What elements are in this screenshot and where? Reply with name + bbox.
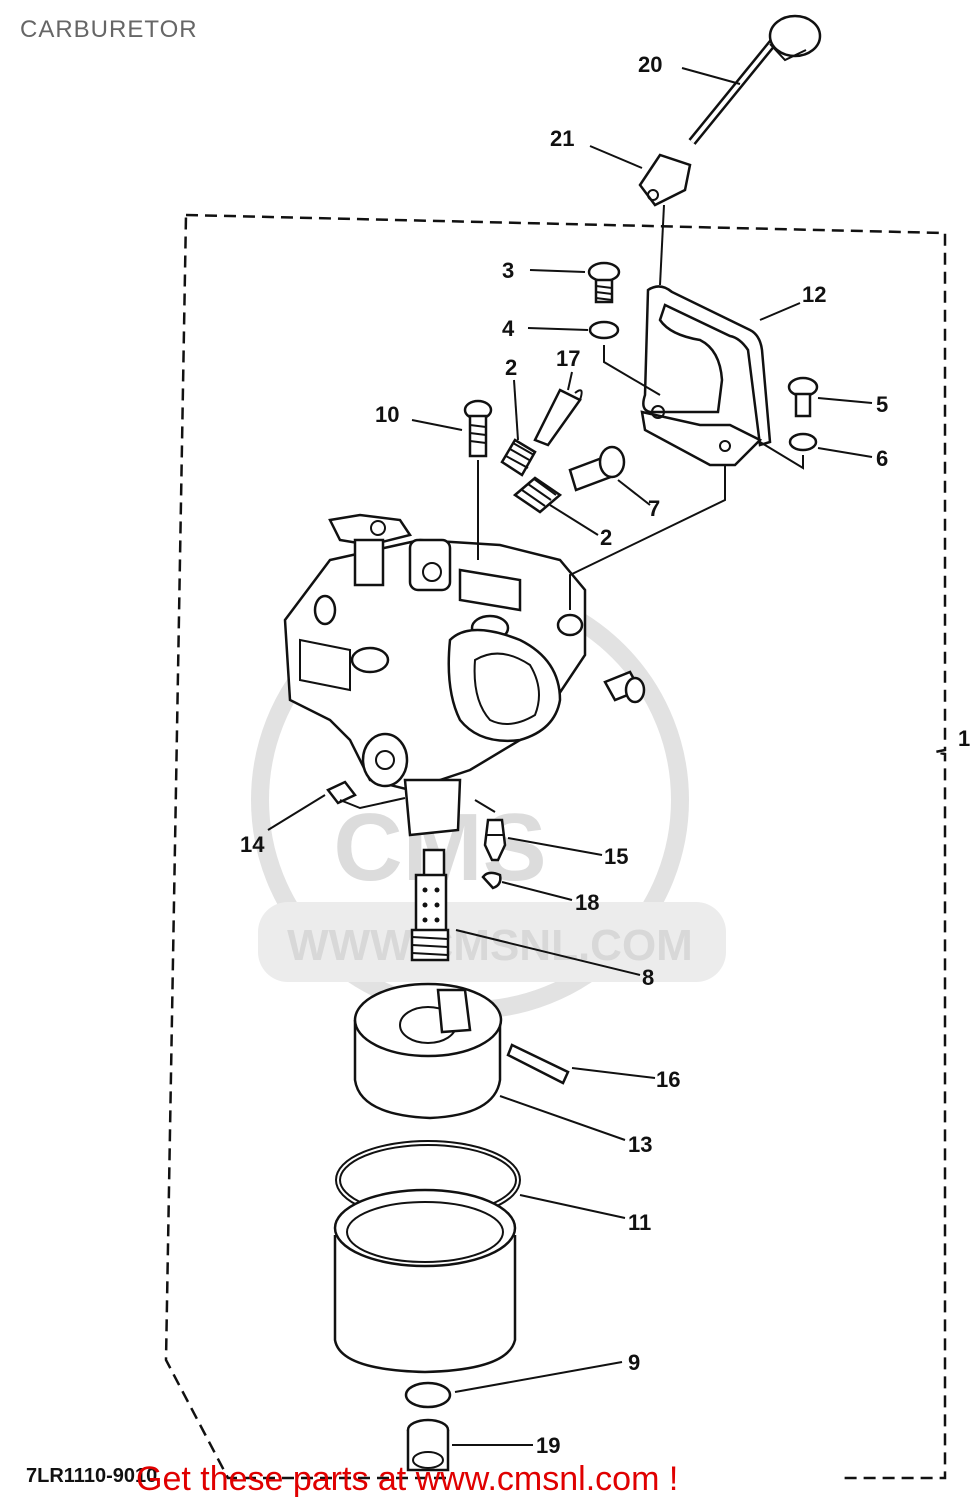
- part-washer-6: [788, 432, 818, 452]
- callout-4: 4: [502, 316, 515, 341]
- callout-7: 7: [648, 496, 660, 521]
- part-plug-14: [326, 780, 357, 805]
- callout-2-lower: 2: [600, 525, 612, 550]
- part-pilot-screw: [533, 388, 583, 447]
- callout-3: 3: [502, 258, 514, 283]
- callout-8: 8: [642, 965, 654, 990]
- part-screw-3: [587, 261, 621, 304]
- callout-17: 17: [556, 346, 580, 371]
- part-screw-10: [463, 399, 493, 458]
- part-spring-2b: [512, 476, 563, 514]
- callout-20: 20: [638, 52, 662, 77]
- callout-13: 13: [628, 1132, 652, 1157]
- part-spring-2a: [500, 438, 537, 477]
- part-bowl-gasket: [404, 1381, 452, 1409]
- leader-lines: [267, 67, 873, 1446]
- callout-12: 12: [802, 282, 826, 307]
- part-needle-valve: [483, 818, 507, 862]
- callout-labels: 20 21 3 4 12 2 17 10 5 6 7 2 1 14 15 18 …: [240, 52, 970, 1458]
- part-float-pin: [506, 1043, 570, 1085]
- callout-19: 19: [536, 1433, 560, 1458]
- part-carburetor-body: [283, 513, 587, 837]
- part-washer-4: [588, 320, 620, 340]
- part-choke-link: [640, 285, 772, 467]
- promo-banner[interactable]: Get these parts at www.cmsnl.com !: [136, 1460, 678, 1498]
- callout-6: 6: [876, 446, 888, 471]
- diagram-title: CARBURETOR: [20, 16, 198, 43]
- part-float-bowl: [333, 1188, 517, 1374]
- callout-2-upper: 2: [505, 355, 517, 380]
- callout-10: 10: [375, 402, 399, 427]
- assembly-boundary: [164, 213, 947, 1480]
- part-main-nozzle: [410, 848, 450, 962]
- part-grommet: [638, 153, 692, 207]
- diagram-code: 7LR1110-9010: [26, 1465, 157, 1487]
- callout-9: 9: [628, 1350, 640, 1375]
- watermark-url: WWW.CMSNL.COM: [287, 921, 693, 970]
- callout-14: 14: [240, 832, 265, 857]
- part-clip: [481, 871, 502, 890]
- part-screw-5: [787, 376, 819, 418]
- watermark-banner-bg: [258, 902, 726, 982]
- callout-18: 18: [575, 890, 599, 915]
- callout-15: 15: [604, 844, 628, 869]
- part-float: [353, 982, 503, 1120]
- part-screw-body: [603, 670, 646, 704]
- callout-1: 1: [958, 726, 970, 751]
- callout-5: 5: [876, 392, 888, 417]
- callout-11: 11: [628, 1210, 651, 1235]
- part-drain-bolt: [406, 1418, 450, 1472]
- callout-21: 21: [550, 126, 574, 151]
- part-throttle-screw: [568, 445, 626, 492]
- part-choke-knob: [688, 14, 822, 145]
- callout-16: 16: [656, 1067, 680, 1092]
